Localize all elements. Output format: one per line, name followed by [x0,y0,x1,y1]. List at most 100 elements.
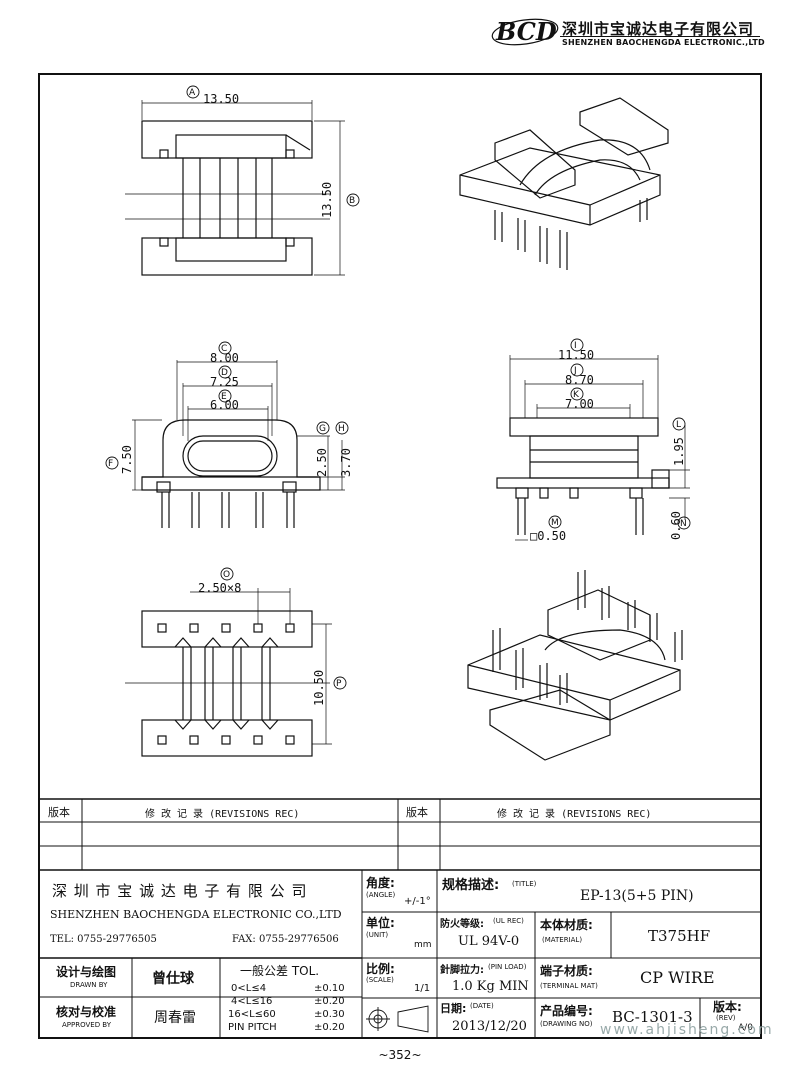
tb-drawing-label: 产品编号: [540,1004,593,1018]
header-company-en: SHENZHEN BAOCHENGDA ELECTRONIC.,LTD [562,38,765,47]
tb-unit-en: (UNIT) [366,931,389,939]
bcd-logo: BCD [491,17,559,46]
tb-terminal-label: 端子材质: [540,964,593,978]
tb-scale-en: (SCALE) [366,976,394,984]
svg-text:J: J [573,366,577,376]
isometric-view-top [459,97,669,270]
svg-text:13.50: 13.50 [320,182,334,218]
svg-text:10.50: 10.50 [312,670,326,706]
tb-drawn-en: DRAWN BY [70,981,108,989]
tb-material-val: T375HF [648,927,711,945]
svg-text:C: C [221,344,227,354]
svg-text:3.70: 3.70 [339,448,353,477]
tb-tol-range-0: 0<L≤4 [231,983,267,994]
tb-approved-label: 核对与校准 [56,1005,117,1019]
svg-text:B: B [349,196,355,206]
svg-text:□0.50: □0.50 [530,529,566,543]
svg-text:11.50: 11.50 [558,348,594,362]
header-divider [560,36,760,37]
tb-approved-val: 周春雷 [154,1010,196,1026]
svg-text:G: G [319,424,326,434]
tb-drawing-en: (DRAWING NO) [540,1020,593,1028]
header-company-cn: 深圳市宝诚达电子有限公司 [562,20,755,38]
svg-text:8.70: 8.70 [565,373,594,387]
revisions-table [38,798,762,871]
svg-text:D: D [221,368,228,378]
svg-text:K: K [573,390,580,400]
tb-pin-load-val: 1.0 Kg MIN [452,979,529,994]
svg-text:6.00: 6.00 [210,398,239,412]
tb-drawn-label: 设计与绘图 [56,965,117,979]
svg-text:2.50×8: 2.50×8 [198,581,241,595]
tb-rev-val: A/0 [738,1023,753,1033]
top-view [125,100,345,276]
tb-tol-val-0: ±0.10 [314,983,345,994]
svg-text:1.95: 1.95 [672,437,686,466]
tb-rev-en: (REV) [716,1014,736,1022]
svg-text:8.00: 8.00 [210,351,239,365]
projection-symbol [366,1005,429,1033]
tb-angle-en: (ANGLE) [366,891,396,899]
tb-tol-val-2: ±0.30 [314,1009,345,1020]
tb-fire-val: UL 94V-0 [458,934,520,949]
tb-date-val: 2013/12/20 [452,1019,527,1034]
bottom-view [125,588,332,757]
svg-text:13.50: 13.50 [203,92,239,106]
tb-material-en: (MATERIAL) [542,936,583,944]
svg-text:E: E [221,392,227,402]
tb-pin-load-en: (PIN LOAD) [488,963,527,971]
svg-text:F: F [108,459,113,469]
tb-fire-en: (UL REC) [493,917,524,925]
svg-text:2.50: 2.50 [315,448,329,477]
front-view [132,360,345,528]
tb-angle-label: 角度: [366,876,395,890]
tb-drawn-val: 曾仕球 [152,971,194,987]
tb-date-label: 日期: [440,1002,467,1015]
svg-text:I: I [574,341,577,351]
svg-text:7.50: 7.50 [120,445,134,474]
tb-scale-label: 比例: [366,962,395,976]
tb-pin-load-label: 針脚拉力: [440,965,484,976]
tb-tol-range-2: 16<L≤60 [228,1009,276,1020]
rev-right-title: 修 改 记 录 (REVISIONS REC) [497,809,652,820]
rev-right-col-header: 版本 [406,806,428,819]
title-block-grid [38,870,762,1038]
svg-text:7.25: 7.25 [210,375,239,389]
tb-material-label: 本体材质: [540,918,593,932]
tb-fire-label: 防火等级: [440,919,484,930]
tb-tol-val-3: ±0.20 [314,1022,345,1033]
tb-date-en: (DATE) [470,1002,494,1010]
watermark: www.ahjisheng.com [600,1022,774,1038]
tb-unit-val: mm [414,940,432,950]
tb-title-label: 规格描述: [442,878,500,893]
tb-tol-val-1: ±0.20 [314,996,345,1007]
isometric-view-bottom [467,570,683,761]
tb-angle-val: +/-1° [404,896,431,907]
drawing-frame [38,73,762,1039]
tb-rev-label: 版本: [713,1000,742,1014]
tb-company-en: SHENZHEN BAOCHENGDA ELECTRONIC CO.,LTD [50,908,342,921]
tb-drawing-val: BC-1301-3 [612,1008,693,1026]
page-number: ~352~ [378,1048,422,1062]
tb-tol-range-3: PIN PITCH [228,1022,277,1033]
tb-approved-en: APPROVED BY [62,1021,112,1029]
tb-company-cn: 深 圳 市 宝 诚 达 电 子 有 限 公 司 [52,882,308,900]
svg-text:M: M [551,518,559,528]
side-view [496,355,690,541]
rev-left-title: 修 改 记 录 (REVISIONS REC) [145,809,300,820]
tb-tel: TEL: 0755-29776505 [50,934,157,945]
tb-fax: FAX: 0755-29776506 [232,934,339,945]
svg-text:0.60: 0.60 [669,511,683,540]
rev-left-col-header: 版本 [48,806,70,819]
tb-unit-label: 单位: [366,916,395,930]
svg-text:H: H [338,424,345,434]
svg-text:BCD: BCD [495,17,557,46]
tb-title-val: EP-13(5+5 PIN) [580,888,694,904]
tb-terminal-val: CP WIRE [640,968,715,987]
svg-text:O: O [223,570,230,580]
tb-tol-label: 一般公差 TOL. [240,964,320,978]
svg-text:L: L [676,420,681,430]
tb-tol-range-1: 4<L≤16 [231,996,273,1007]
tb-terminal-en: (TERMINAL MAT) [540,982,598,990]
